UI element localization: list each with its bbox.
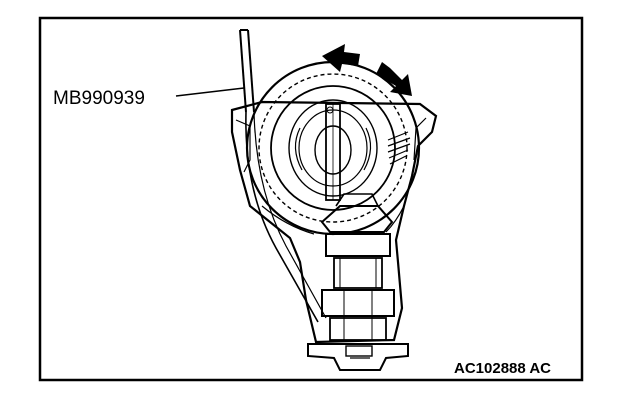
tool-label: MB990939 xyxy=(53,88,145,109)
pinion-shaft xyxy=(325,103,341,201)
pinion-bearing-stack xyxy=(321,233,395,341)
drive-pinion-head xyxy=(320,193,394,233)
differential-carrier-housing xyxy=(230,100,438,344)
gear-teeth-hatch xyxy=(387,131,411,165)
figure-code: AC102888 AC xyxy=(454,360,551,377)
rotation-arrow-left xyxy=(322,44,360,72)
companion-flange xyxy=(307,343,409,371)
rotation-arrow-right xyxy=(376,62,412,96)
special-tool-rod xyxy=(239,29,327,323)
figure-frame xyxy=(38,16,584,382)
tool-leader-line xyxy=(175,87,245,97)
